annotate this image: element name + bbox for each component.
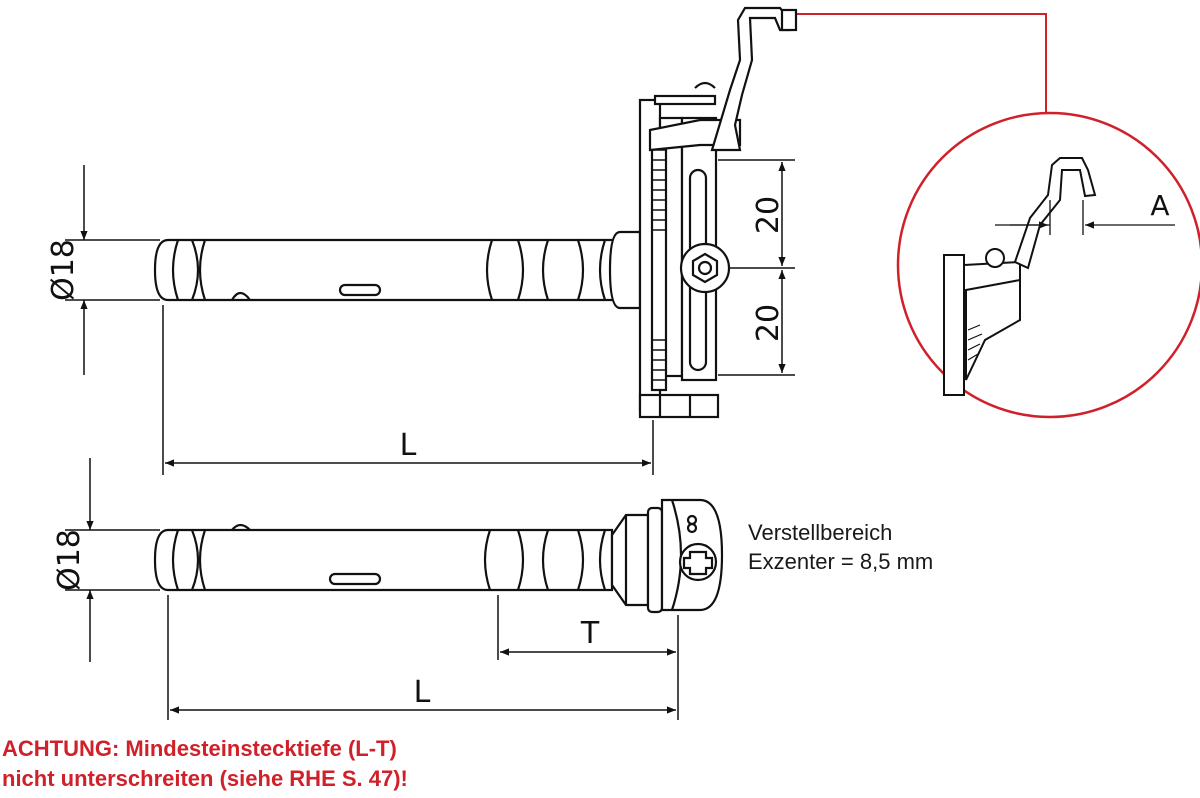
top-length-label: L <box>400 428 417 463</box>
adjustment-note-line1: Verstellbereich <box>748 520 893 545</box>
bottom-insertion-label: T <box>580 616 600 651</box>
bottom-anchor-head <box>610 498 724 614</box>
bottom-dimensions <box>65 458 679 720</box>
detail-leader-line <box>797 13 1047 120</box>
top-anchor-rod <box>153 230 642 310</box>
bottom-diameter-label: Ø18 <box>52 529 87 591</box>
warning-line1: ACHTUNG: Mindesteinstecktiefe (L-T) <box>2 736 397 761</box>
bottom-length-label: L <box>414 675 431 710</box>
warning-note: ACHTUNG: Mindesteinstecktiefe (L-T) nich… <box>2 734 408 794</box>
top-spacing-upper-label: 20 <box>751 196 786 234</box>
adjustment-note-line2: Exzenter = 8,5 mm <box>748 549 934 574</box>
top-spacing-lower-label: 20 <box>751 304 786 342</box>
top-diameter-label: Ø18 <box>46 239 81 301</box>
detail-dimension-label: A <box>1150 189 1169 222</box>
detail-view: A <box>896 111 1200 419</box>
warning-line2: nicht unterschreiten (siehe RHE S. 47)! <box>2 766 408 791</box>
mounting-bracket <box>638 6 798 419</box>
adjustment-note: Verstellbereich Exzenter = 8,5 mm <box>748 518 933 576</box>
bottom-anchor-rod <box>153 523 614 592</box>
top-dimensions <box>65 159 795 475</box>
